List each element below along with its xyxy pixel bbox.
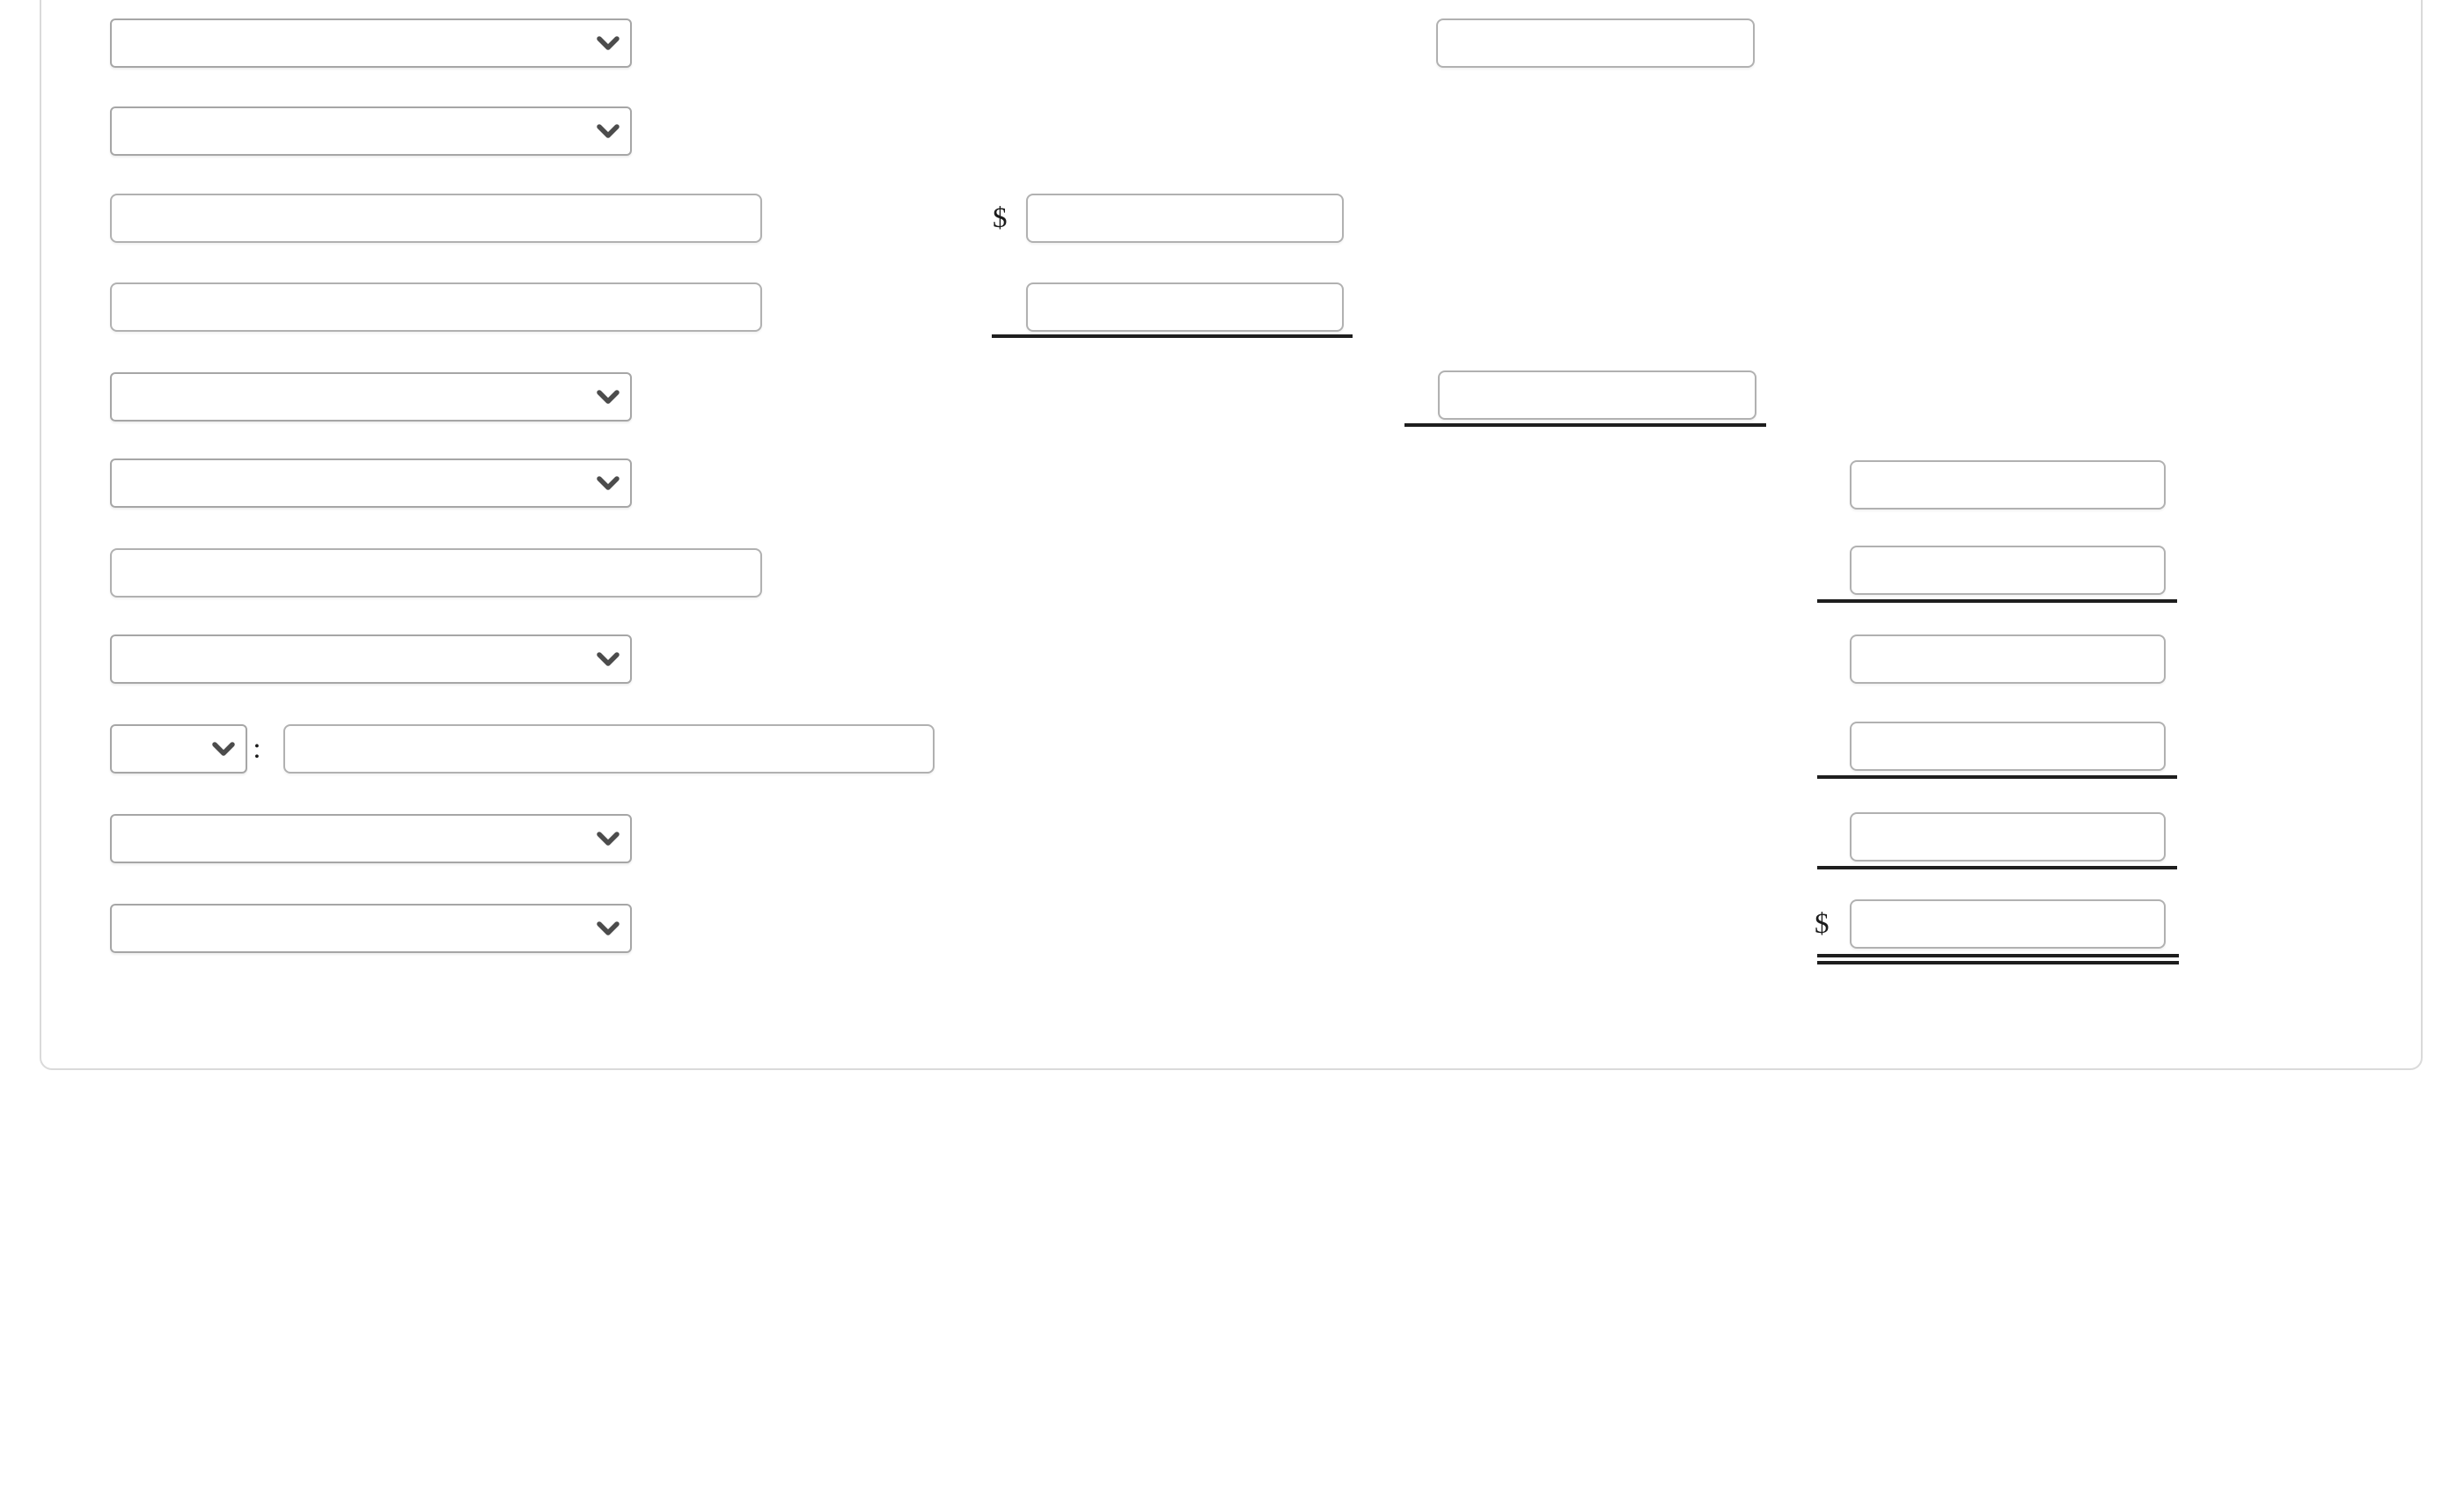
colon-separator: : (253, 732, 261, 765)
subtotal-rule (1817, 599, 2177, 603)
chevron-down-icon (597, 920, 620, 935)
left-select-row11[interactable] (110, 904, 632, 953)
inline-text-input-row9[interactable] (283, 724, 935, 774)
chevron-down-icon (597, 651, 620, 666)
far-right-input-4[interactable] (1850, 722, 2166, 771)
subtotal-rule (992, 334, 1353, 338)
chevron-down-icon (212, 741, 235, 756)
far-right-input-2[interactable] (1850, 546, 2166, 595)
far-right-input-1[interactable] (1850, 460, 2166, 510)
left-select-row10[interactable] (110, 814, 632, 863)
chevron-down-icon (597, 389, 620, 404)
left-text-input-row3[interactable] (110, 194, 762, 243)
form-card (40, 0, 2423, 1070)
right-input-row1[interactable] (1436, 18, 1755, 68)
amount-input-1[interactable] (1026, 194, 1344, 243)
subtotal-rule (1817, 775, 2177, 779)
far-right-input-5[interactable] (1850, 812, 2166, 862)
far-right-input-3[interactable] (1850, 634, 2166, 684)
chevron-down-icon (597, 123, 620, 138)
left-select-row5[interactable] (110, 372, 632, 422)
dollar-sign-label: $ (1815, 907, 1830, 940)
left-select-row6[interactable] (110, 458, 632, 508)
dollar-sign-label: $ (993, 202, 1008, 234)
right-input-row5[interactable] (1438, 370, 1756, 420)
chevron-down-icon (597, 475, 620, 490)
left-text-input-row7[interactable] (110, 548, 762, 598)
chevron-down-icon (597, 831, 620, 846)
left-select-row2[interactable] (110, 106, 632, 156)
grand-total-double-rule (1817, 954, 2179, 964)
subtotal-rule (1404, 423, 1766, 427)
amount-input-2[interactable] (1026, 282, 1344, 332)
total-amount-input[interactable] (1850, 899, 2166, 949)
left-select-row1[interactable] (110, 18, 632, 68)
chevron-down-icon (597, 35, 620, 50)
left-text-input-row4[interactable] (110, 282, 762, 332)
subtotal-rule (1817, 866, 2177, 869)
inline-select-row9[interactable] (110, 724, 247, 774)
left-select-row8[interactable] (110, 634, 632, 684)
